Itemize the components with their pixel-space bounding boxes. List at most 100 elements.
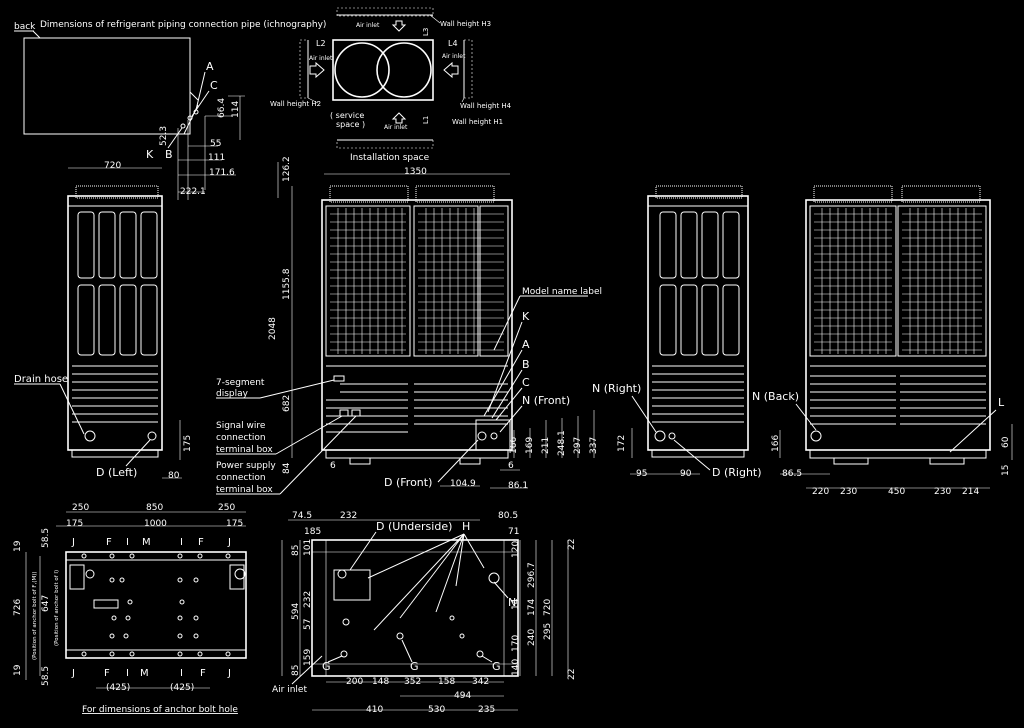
label-B-front: B: [522, 358, 530, 371]
anchor-I-br: I: [180, 668, 183, 679]
l2: L2: [316, 39, 326, 48]
anchor-F-br: F: [200, 668, 206, 679]
dim-84: 84: [282, 462, 292, 474]
d-right: D (Right): [712, 466, 762, 479]
dim-111: 111: [208, 153, 225, 163]
l1: L1: [422, 116, 430, 124]
n-right: N (Right): [592, 382, 641, 395]
l4: L4: [448, 39, 458, 48]
dim-55: 55: [210, 139, 221, 149]
anchor-dim-647: 647: [41, 595, 51, 612]
under-dim-14: 14: [511, 598, 521, 610]
l3: L3: [422, 28, 430, 36]
label-G-2: G: [410, 660, 419, 673]
installation-space-diagram: Air inlet Wall height H3 L3 L2 L4 Air in…: [270, 7, 512, 163]
anchor-F-tl: F: [106, 537, 112, 548]
n-front: N (Front): [522, 394, 570, 407]
under-dim-352: 352: [404, 677, 421, 687]
anchor-I-bl: I: [126, 668, 129, 679]
piping-ichnography: back Dimensions of refrigerant piping co…: [14, 20, 326, 200]
anchor-F-tr: F: [198, 537, 204, 548]
anchor-M-t: M: [142, 537, 151, 548]
back-dim-214: 214: [962, 487, 979, 497]
air-inlet-underside: Air inlet: [272, 685, 307, 695]
under-dim-158: 158: [438, 677, 455, 687]
anchor-dim-175b: 175: [226, 519, 243, 529]
label-H: H: [462, 520, 470, 533]
anchor-dim-175a: 175: [66, 519, 83, 529]
under-dim-57: 57: [303, 619, 313, 630]
dim-682: 682: [282, 395, 292, 412]
label-G-1: G: [322, 660, 331, 673]
dim-297: 297: [573, 437, 583, 454]
dim-104-9: 104.9: [450, 479, 476, 489]
dim-60: 60: [1001, 436, 1011, 448]
dim-720: 720: [104, 161, 121, 171]
installation-caption: Installation space: [350, 153, 430, 163]
anchor-holes: [81, 553, 246, 657]
seg-display-2: display: [216, 389, 249, 399]
d-left: D (Left): [96, 466, 137, 479]
anchor-dim-425a: (425): [106, 683, 130, 693]
n-back: N (Back): [752, 390, 799, 403]
under-dim-22-top: 22: [567, 539, 577, 550]
back-label: back: [14, 22, 36, 32]
dim-172: 172: [617, 435, 627, 452]
wall-h4: Wall height H4: [460, 102, 512, 110]
dim-114: 114: [231, 101, 241, 118]
front-view: 1350 126.2 1155.8 2048 682 84: [216, 156, 602, 495]
anchor-caption: For dimensions of anchor bolt hole: [82, 705, 238, 715]
air-inlet-left: Air inlet: [309, 55, 333, 62]
dim-171-6: 171.6: [209, 168, 235, 178]
under-dim-159: 159: [303, 649, 313, 666]
back-grille: [814, 208, 982, 354]
dim-169: 169: [525, 437, 535, 454]
under-dim-140: 140: [511, 659, 521, 676]
anchor-dim-19-top: 19: [13, 540, 23, 552]
dim-80: 80: [168, 471, 180, 481]
back-dim-220: 220: [812, 487, 829, 497]
label-A: A: [206, 60, 214, 73]
under-dim-235: 235: [478, 705, 495, 715]
wall-h2: Wall height H2: [270, 100, 321, 108]
under-dim-174: 174: [527, 599, 537, 616]
dim-52-3: 52.3: [159, 126, 169, 146]
anchor-I-tr: I: [180, 537, 183, 548]
right-side-view: N (Right) D (Right) 172 95 90: [592, 185, 762, 479]
h-leader-lines: [367, 533, 485, 631]
anchor-dim-1000: 1000: [144, 519, 167, 529]
anchor-J-tl: J: [71, 537, 75, 548]
air-inlet-bottom: Air inlet: [384, 124, 408, 131]
back-dim-450: 450: [888, 487, 905, 497]
under-dim-232-left: 232: [303, 591, 313, 608]
dim-86-5: 86.5: [782, 469, 802, 479]
anchor-i-position: (Position of anchor bolt of I): [54, 570, 60, 646]
back-dim-230b: 230: [934, 487, 951, 497]
dim-166-front: 166: [509, 437, 519, 454]
anchor-dim-19-bot: 19: [13, 664, 23, 676]
dim-66-4: 66.4: [217, 98, 227, 118]
label-A-front: A: [522, 338, 530, 351]
back-dim-230a: 230: [840, 487, 857, 497]
label-C-front: C: [522, 376, 530, 389]
power-box-1: Power supply: [216, 461, 276, 471]
anchor-J-tr: J: [227, 537, 231, 548]
anchor-F-bl: F: [104, 668, 110, 679]
seg-display-1: 7-segment: [216, 378, 265, 388]
under-dim-720: 720: [543, 599, 553, 616]
under-dim-232: 232: [340, 511, 357, 521]
under-dim-342: 342: [472, 677, 489, 687]
anchor-dim-250b: 250: [218, 503, 235, 513]
anchor-bolt-plan: 250 850 250 175 1000 175 J F I M I F J J: [13, 503, 247, 715]
label-L: L: [998, 396, 1005, 409]
dim-1155-8: 1155.8: [282, 268, 292, 300]
anchor-f-position: (Position of anchor bolt of F,(M)): [32, 571, 38, 660]
air-inlet-right: Air inlet: [442, 53, 466, 60]
label-K: K: [146, 148, 154, 161]
under-dim-594: 594: [291, 603, 301, 620]
anchor-J-br: J: [227, 668, 231, 679]
under-dim-170: 170: [511, 635, 521, 652]
under-dim-71: 71: [508, 527, 519, 537]
signal-box-2: connection: [216, 433, 266, 443]
